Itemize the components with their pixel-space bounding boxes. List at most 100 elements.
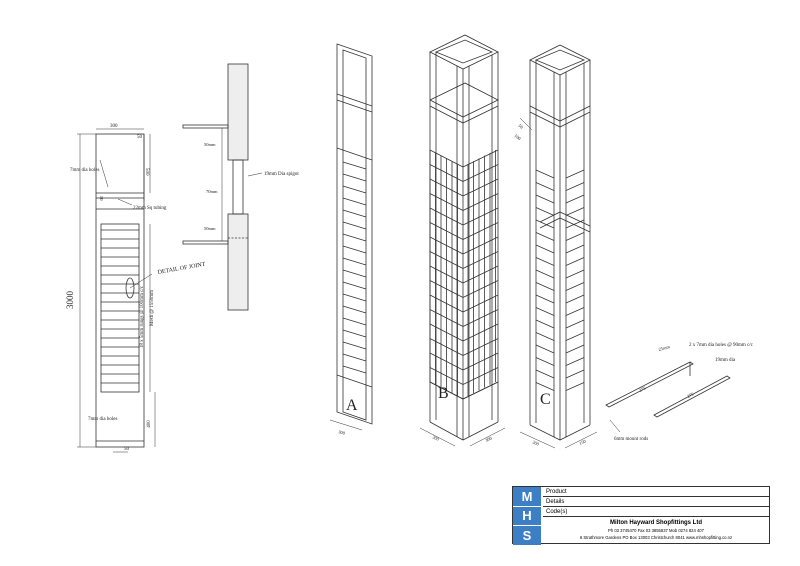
- stand-a-rung: [342, 281, 367, 290]
- dim-500: 500: [144, 168, 149, 176]
- stand-b-mesh-line: [462, 280, 499, 298]
- stand-c-rung: [565, 382, 585, 391]
- spigot: [232, 159, 244, 215]
- stand-c-rung: [565, 369, 585, 379]
- stand-c-rung: [535, 194, 555, 204]
- stand-b-mesh-line: [462, 222, 499, 240]
- stand-b-mesh-line: [462, 149, 499, 168]
- stand-a-rung: [342, 221, 367, 230]
- joint-dim-50a: 50mm: [204, 142, 216, 147]
- stand-c-rung: [535, 257, 555, 266]
- stand-c-rung: [565, 257, 585, 266]
- stand-c: [519, 44, 598, 449]
- stand-b-mesh-line: [462, 178, 499, 197]
- joint-detail-marker: [125, 277, 135, 299]
- stand-c-rung: [535, 244, 555, 254]
- stand-c-rung: [565, 182, 585, 191]
- dim-c-top-1: 50: [517, 123, 524, 130]
- stand-a-rung: [342, 185, 367, 194]
- stand-a-rung: [342, 341, 367, 350]
- stand-c-rung: [535, 319, 555, 329]
- elevation-frame: [95, 133, 145, 448]
- part-small-dim: 25mm: [658, 344, 671, 352]
- dim-a-base: 300: [338, 429, 347, 436]
- title-block: M H S Product Details Code(s) Milton Hay…: [512, 486, 770, 545]
- mount-note: 6mm mount rods: [614, 437, 648, 442]
- stand-c-rung: [565, 294, 585, 304]
- company-info: Milton Hayward Shopfittings Ltd Ph 03 37…: [543, 518, 769, 543]
- stand-c-rung: [535, 357, 555, 366]
- stand-c-rung: [535, 382, 555, 391]
- dim-b-base-right: 300: [484, 435, 493, 443]
- stand-b-mesh-line: [462, 338, 499, 356]
- stand-b-mesh-line: [462, 352, 499, 371]
- joint-dim-50b: 50mm: [204, 226, 216, 231]
- stand-c-rung: [535, 232, 555, 241]
- stand-c-rung: [565, 232, 585, 241]
- upper-bracket: [182, 124, 229, 129]
- dim-c-base-right: 150: [578, 438, 587, 446]
- elevation-rungs: [101, 229, 139, 384]
- stand-c-rung: [565, 319, 585, 329]
- stand-c-rung: [565, 207, 585, 216]
- stand-c-rung: [535, 169, 555, 179]
- part-dia-note: 19mm dia: [715, 358, 736, 363]
- stand-c-rung: [535, 344, 555, 354]
- code-row: Code(s): [543, 507, 769, 517]
- stand-a-rung: [342, 317, 367, 326]
- dim-300-top: 300: [110, 124, 118, 129]
- stand-a-rung: [342, 233, 367, 242]
- hole-note-bottom: 7mm dia holes: [88, 417, 117, 422]
- elevation-view: [77, 128, 156, 453]
- mount-rail-1: [605, 361, 694, 408]
- stand-c-rung: [535, 282, 555, 291]
- stand-b-mesh-line: [462, 236, 499, 255]
- stand-c-rung: [565, 344, 585, 354]
- stand-b-mesh-line: [462, 164, 499, 182]
- stand-c-rung: [535, 269, 555, 279]
- stand-c-rung: [565, 219, 585, 229]
- stand-a-rung: [342, 173, 367, 182]
- stand-c-rung: [565, 357, 585, 366]
- dim-50-top: 50: [137, 135, 143, 140]
- hole-note-top: 7mm dia holes: [70, 168, 99, 173]
- dim-50-bottom: 50: [124, 447, 130, 452]
- stand-b-mesh-line: [462, 207, 499, 226]
- details-row: Details: [543, 497, 769, 507]
- mount-parts: [605, 361, 731, 433]
- stand-c-rung: [565, 282, 585, 291]
- mount-rail-2: [653, 375, 731, 418]
- logo-letter-h: H: [513, 505, 541, 526]
- spigot-note: 19mm Dia spigot: [264, 172, 299, 177]
- product-row: Product: [543, 487, 769, 497]
- logo-letter-s: S: [513, 525, 541, 545]
- stand-a-rung: [342, 197, 367, 206]
- stand-a-rung: [342, 305, 367, 314]
- stand-a-rung: [342, 269, 367, 278]
- stand-a-rung: [342, 365, 367, 374]
- stand-c-rung: [565, 244, 585, 254]
- letter-c: C: [540, 391, 551, 408]
- joint-dim-70: 70mm: [206, 189, 218, 194]
- stand-a-rung: [342, 353, 367, 362]
- detail-of-joint-label: DETAIL OF JOINT: [157, 262, 206, 276]
- tubing-note: 22mm Sq tubing: [133, 206, 167, 211]
- stand-a-rung: [342, 329, 367, 338]
- stand-c-rung: [535, 182, 555, 191]
- stand-a: [329, 43, 373, 431]
- lower-tube: [227, 213, 249, 311]
- stand-b-mesh: [429, 149, 499, 400]
- contact-line-2: 6 Strathmore Gardens PO Box 13003 Christ…: [579, 535, 733, 540]
- stand-b-mesh-line: [462, 367, 499, 385]
- stand-c-rung: [565, 332, 585, 341]
- dim-b-base-left: 300: [432, 434, 441, 442]
- stand-a-rung: [342, 245, 367, 254]
- stand-b: [419, 34, 506, 447]
- dim-50-side: 50: [99, 196, 104, 201]
- stand-b-mesh-line: [462, 251, 499, 269]
- stand-c-rung: [535, 294, 555, 304]
- stand-c-rungs: [535, 169, 585, 391]
- stand-a-rung: [342, 293, 367, 302]
- lower-bracket: [182, 240, 229, 245]
